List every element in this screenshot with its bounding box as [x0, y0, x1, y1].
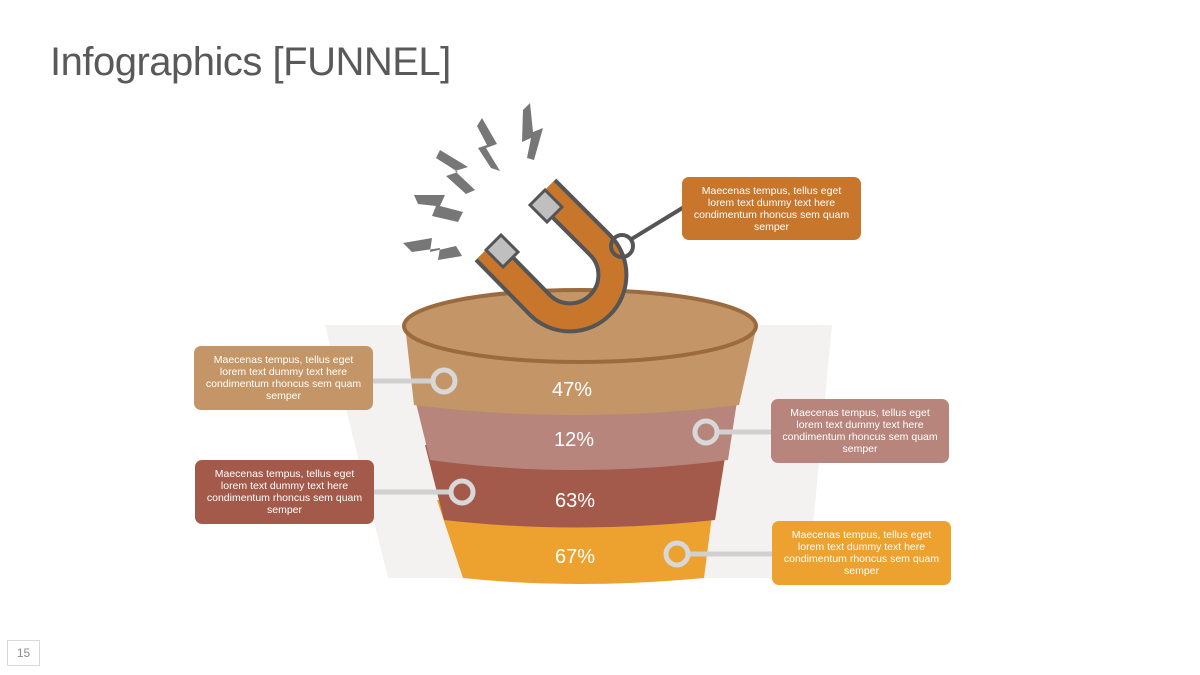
connector-stage-3: [374, 478, 476, 506]
page-number: 15: [7, 640, 40, 666]
stage-2-value: 12%: [554, 429, 594, 451]
connector-stage-4: [663, 540, 773, 568]
funnel-stage-2: [414, 395, 738, 470]
callout-stage-2: Maecenas tempus, tellus eget lorem text …: [771, 399, 949, 463]
stage-4-value: 67%: [555, 546, 595, 568]
connector-stage-2: [692, 418, 772, 446]
slide-title: Infographics [FUNNEL]: [50, 40, 451, 84]
callout-magnet: Maecenas tempus, tellus eget lorem text …: [682, 177, 861, 240]
magnet-icon: [474, 178, 629, 334]
lightning-bolt-icon: [403, 103, 543, 260]
callout-stage-3: Maecenas tempus, tellus eget lorem text …: [195, 460, 374, 524]
callout-stage-1: Maecenas tempus, tellus eget lorem text …: [194, 346, 373, 410]
stage-3-value: 63%: [555, 490, 595, 512]
callout-stage-4: Maecenas tempus, tellus eget lorem text …: [772, 521, 951, 585]
stage-1-value: 47%: [552, 379, 592, 401]
magnet-connector: [609, 205, 686, 259]
connector-stage-1: [372, 367, 458, 395]
